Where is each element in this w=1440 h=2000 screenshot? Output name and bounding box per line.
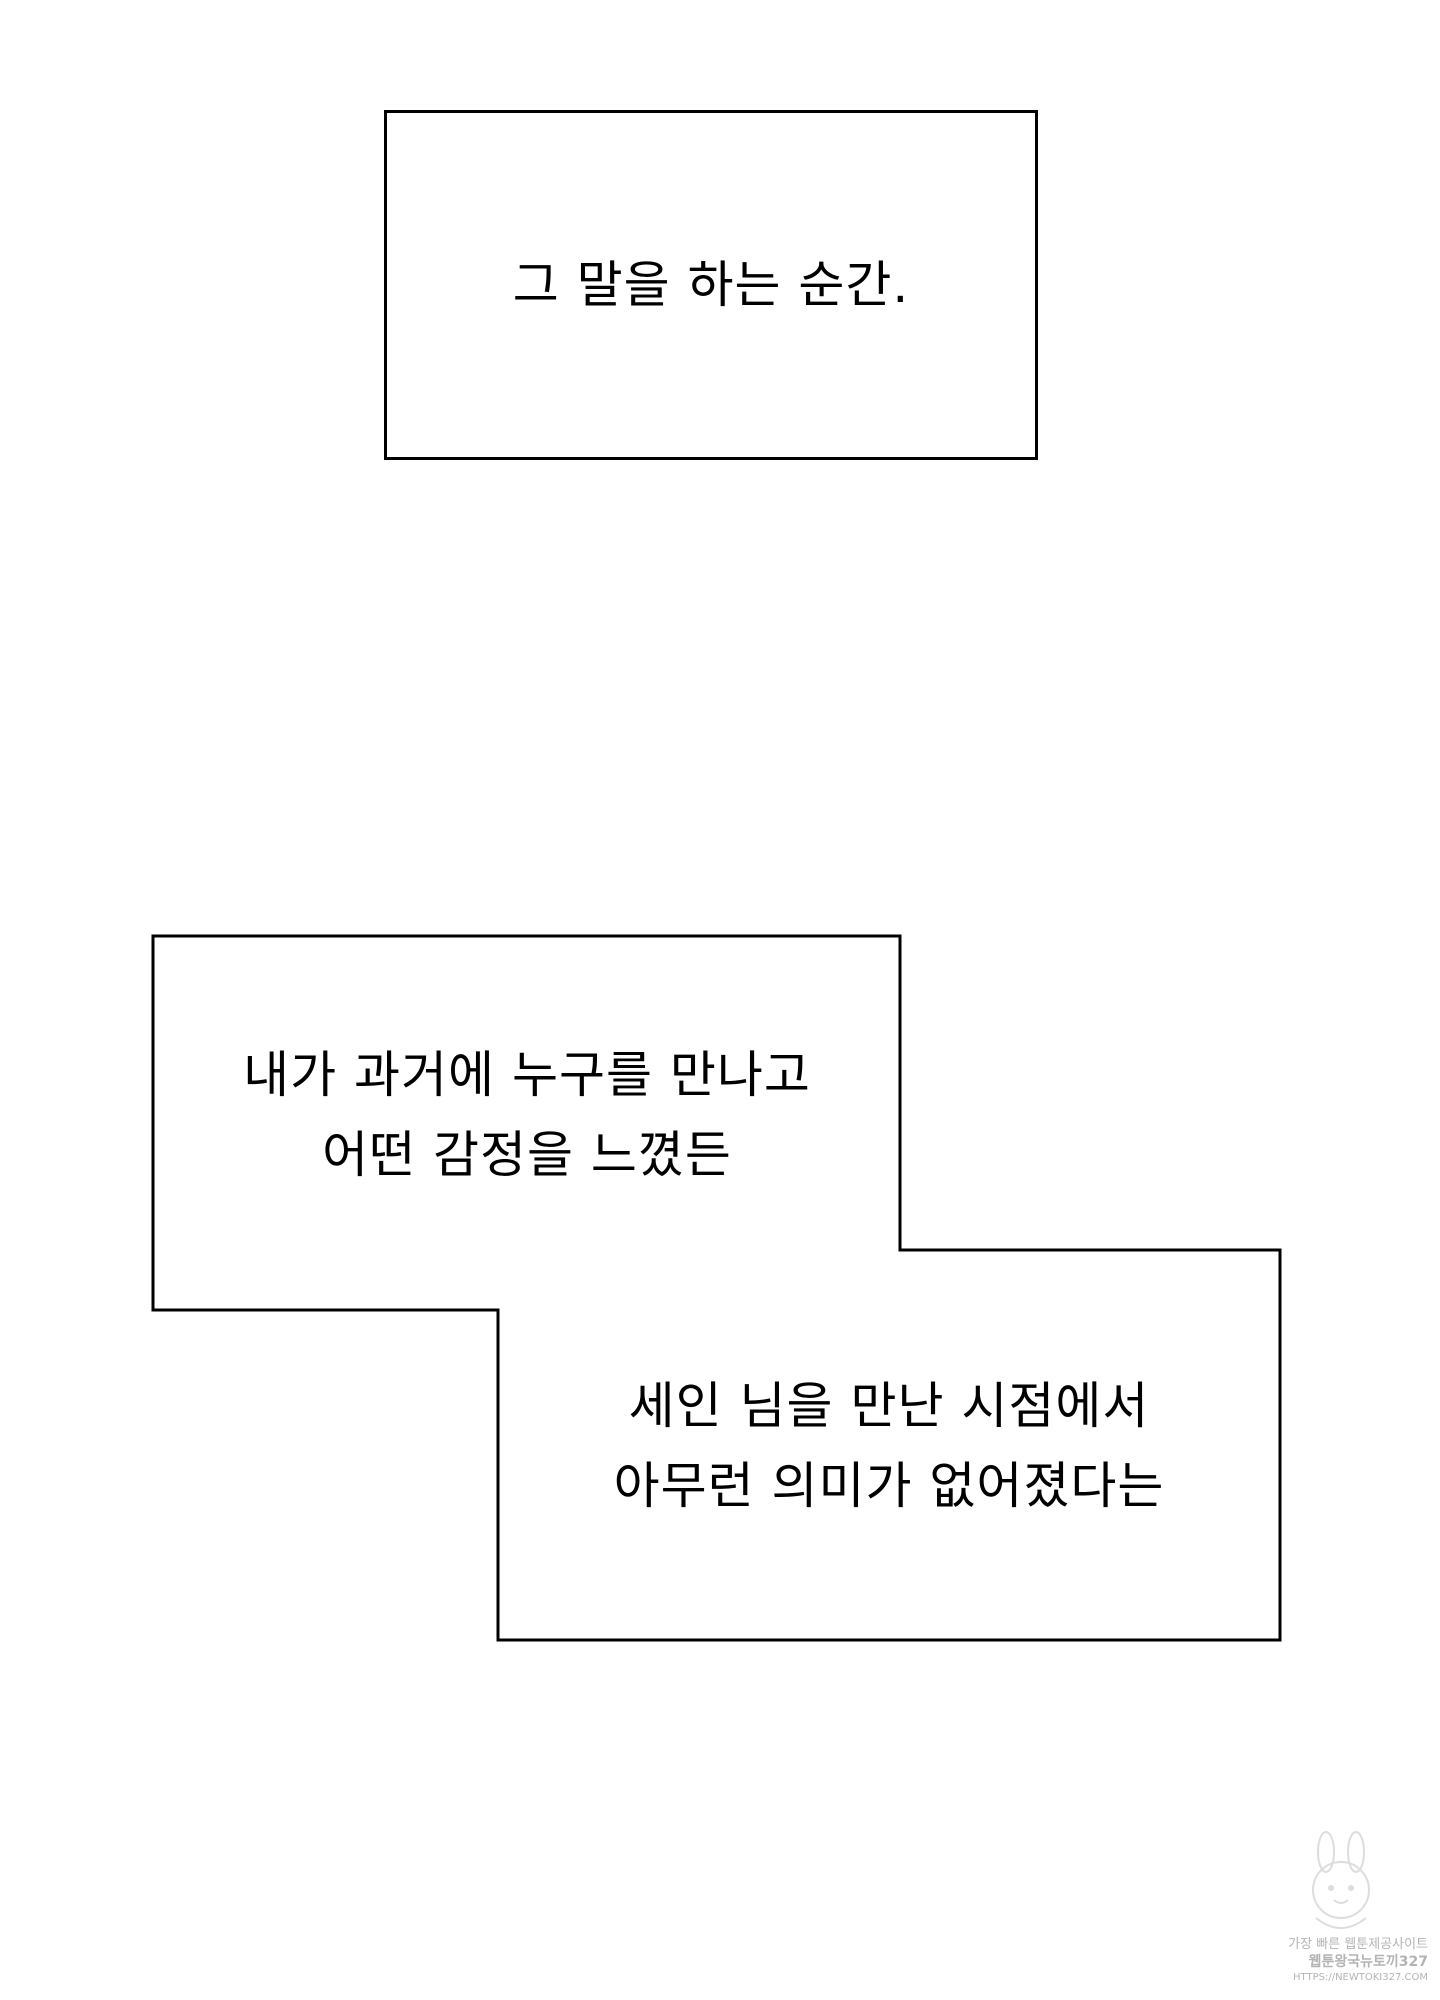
narration-middle-line-2: 어떤 감정을 느꼈든: [322, 1126, 732, 1184]
narration-box-middle-text: 내가 과거에 누구를 만나고 어떤 감정을 느꼈든: [152, 1035, 902, 1195]
watermark-url: HTTPS://NEWTOKI327.COM: [1293, 1972, 1428, 1983]
narration-box-top: 그 말을 하는 순간.: [384, 110, 1038, 460]
narration-bottom-line-2: 아무런 의미가 없어졌다는: [613, 1457, 1165, 1515]
narration-middle-line-1: 내가 과거에 누구를 만나고: [243, 1046, 811, 1104]
watermark-line-2: 웹툰왕국뉴토끼327: [1308, 1954, 1428, 1970]
watermark-line-1: 가장 빠른 웹툰제공사이트: [1288, 1937, 1428, 1952]
narration-box-bottom-text: 세인 님을 만난 시점에서 아무런 의미가 없어졌다는: [498, 1366, 1280, 1526]
watermark-rabbit-icon: [1312, 1831, 1370, 1929]
site-watermark: 가장 빠른 웹툰제공사이트 웹툰왕국뉴토끼327 HTTPS://NEWTOKI…: [1256, 1830, 1432, 1990]
narration-text-top: 그 말을 하는 순간.: [512, 256, 910, 314]
narration-bottom-line-1: 세인 님을 만난 시점에서: [628, 1377, 1150, 1435]
